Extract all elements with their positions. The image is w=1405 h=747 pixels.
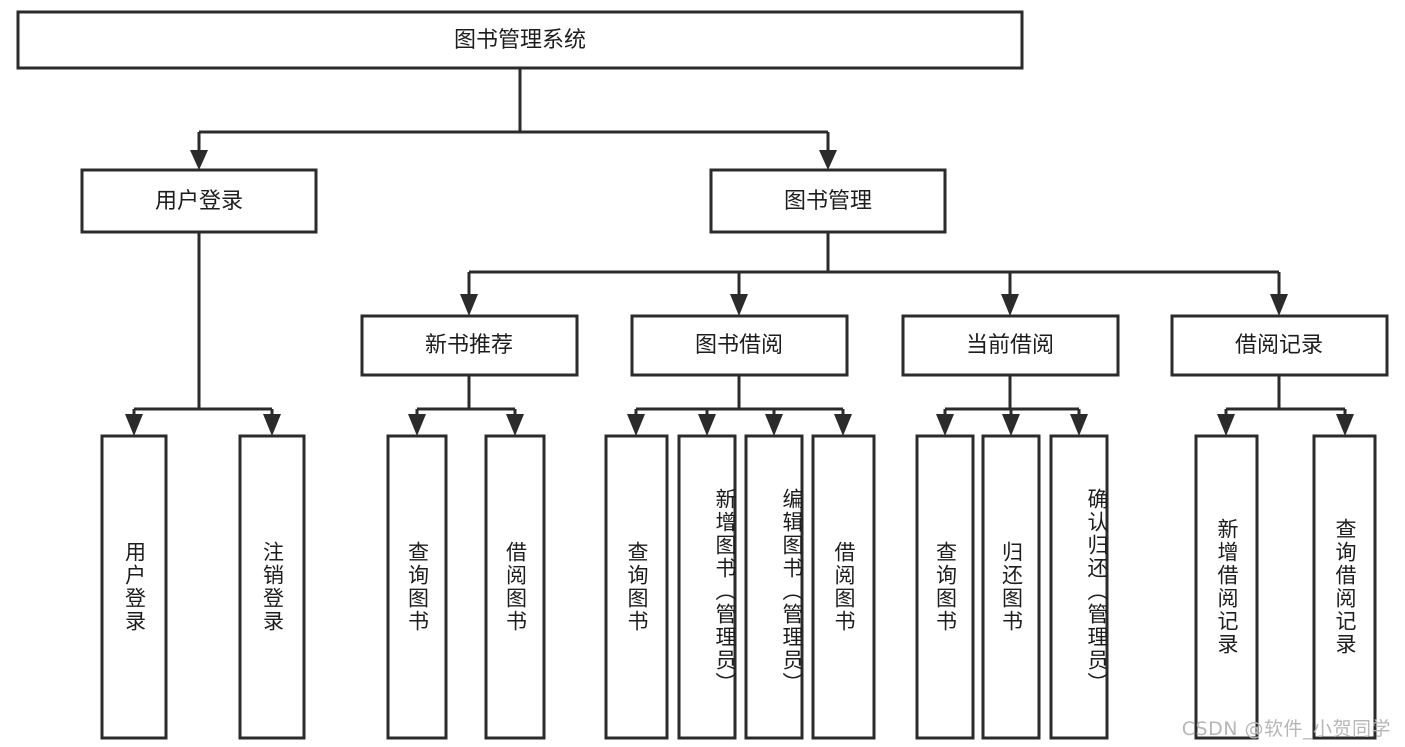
connector-group-borrow-record	[1217, 375, 1354, 436]
node-label-borrow-record: 借阅记录	[1235, 333, 1323, 358]
arrow-head-leaf-add-record	[1217, 414, 1235, 436]
node-box-leaf-user-login[interactable]	[100, 434, 168, 740]
node-box-leaf-query-book-2[interactable]	[604, 434, 669, 740]
node-box-leaf-edit-book[interactable]	[744, 434, 804, 740]
node-box-book-manage[interactable]	[709, 168, 947, 234]
arrow-head-new-book	[460, 294, 478, 316]
arrow-head-leaf-borrow-book-2	[834, 414, 852, 436]
node-box-new-book-recommend[interactable]	[360, 314, 579, 377]
node-box-leaf-query-book-1[interactable]	[386, 434, 448, 740]
arrow-head-user-login	[190, 150, 208, 170]
arrow-head-leaf-user-login	[125, 414, 143, 436]
arrow-head-leaf-edit-book	[765, 414, 783, 436]
arrow-head-book-manage	[819, 150, 837, 170]
node-label-current-borrow: 当前借阅	[966, 333, 1054, 358]
node-box-leaf-borrow-book-1[interactable]	[484, 434, 546, 740]
node-box-leaf-return-book[interactable]	[981, 434, 1041, 740]
arrow-head-leaf-add-book	[698, 414, 716, 436]
node-box-leaf-query-book-3[interactable]	[915, 434, 975, 740]
node-box-leaf-confirm-return[interactable]	[1049, 434, 1109, 740]
node-label-book-borrow: 图书借阅	[695, 333, 783, 358]
arrow-head-leaf-borrow-book-1	[506, 414, 524, 436]
arrow-head-leaf-query-record	[1336, 414, 1354, 436]
node-label-new-book-recommend: 新书推荐	[425, 333, 513, 358]
arrow-head-leaf-query-book-1	[408, 414, 426, 436]
arrow-head-leaf-return-book	[1002, 414, 1020, 436]
node-label-book-manage: 图书管理	[784, 189, 872, 214]
connector-group-new-book	[408, 375, 524, 436]
node-box-user-login[interactable]	[80, 168, 318, 234]
node-box-leaf-logout[interactable]	[238, 434, 306, 740]
node-box-leaf-add-record[interactable]	[1194, 434, 1259, 740]
arrow-head-borrow-record	[1270, 294, 1288, 316]
node-box-current-borrow[interactable]	[901, 314, 1120, 377]
node-box-borrow-record[interactable]	[1170, 314, 1389, 377]
connector-group-borrow-book	[627, 375, 852, 436]
node-box-leaf-add-book[interactable]	[677, 434, 737, 740]
node-box-leaf-query-record[interactable]	[1312, 434, 1377, 740]
watermark-text: CSDN @软件_小贺同学	[1181, 718, 1391, 740]
node-box-leaf-borrow-book-2[interactable]	[811, 434, 876, 740]
arrow-head-leaf-confirm-return	[1070, 414, 1088, 436]
node-label-root: 图书管理系统	[454, 28, 586, 53]
node-label-user-login: 用户登录	[155, 189, 243, 214]
connector-group-book-manage	[460, 232, 1288, 316]
connector-group-current-borrow	[936, 375, 1088, 436]
arrow-head-leaf-logout	[263, 414, 281, 436]
connector-group-root	[190, 68, 837, 170]
arrow-head-current-borrow	[1001, 294, 1019, 316]
arrow-head-leaf-query-book-2	[627, 414, 645, 436]
node-box-book-borrow[interactable]	[630, 314, 849, 377]
arrow-head-borrow-book	[730, 294, 748, 316]
arrow-head-leaf-query-book-3	[936, 414, 954, 436]
node-box-root[interactable]	[16, 10, 1024, 70]
connector-group-user-login	[125, 232, 281, 436]
